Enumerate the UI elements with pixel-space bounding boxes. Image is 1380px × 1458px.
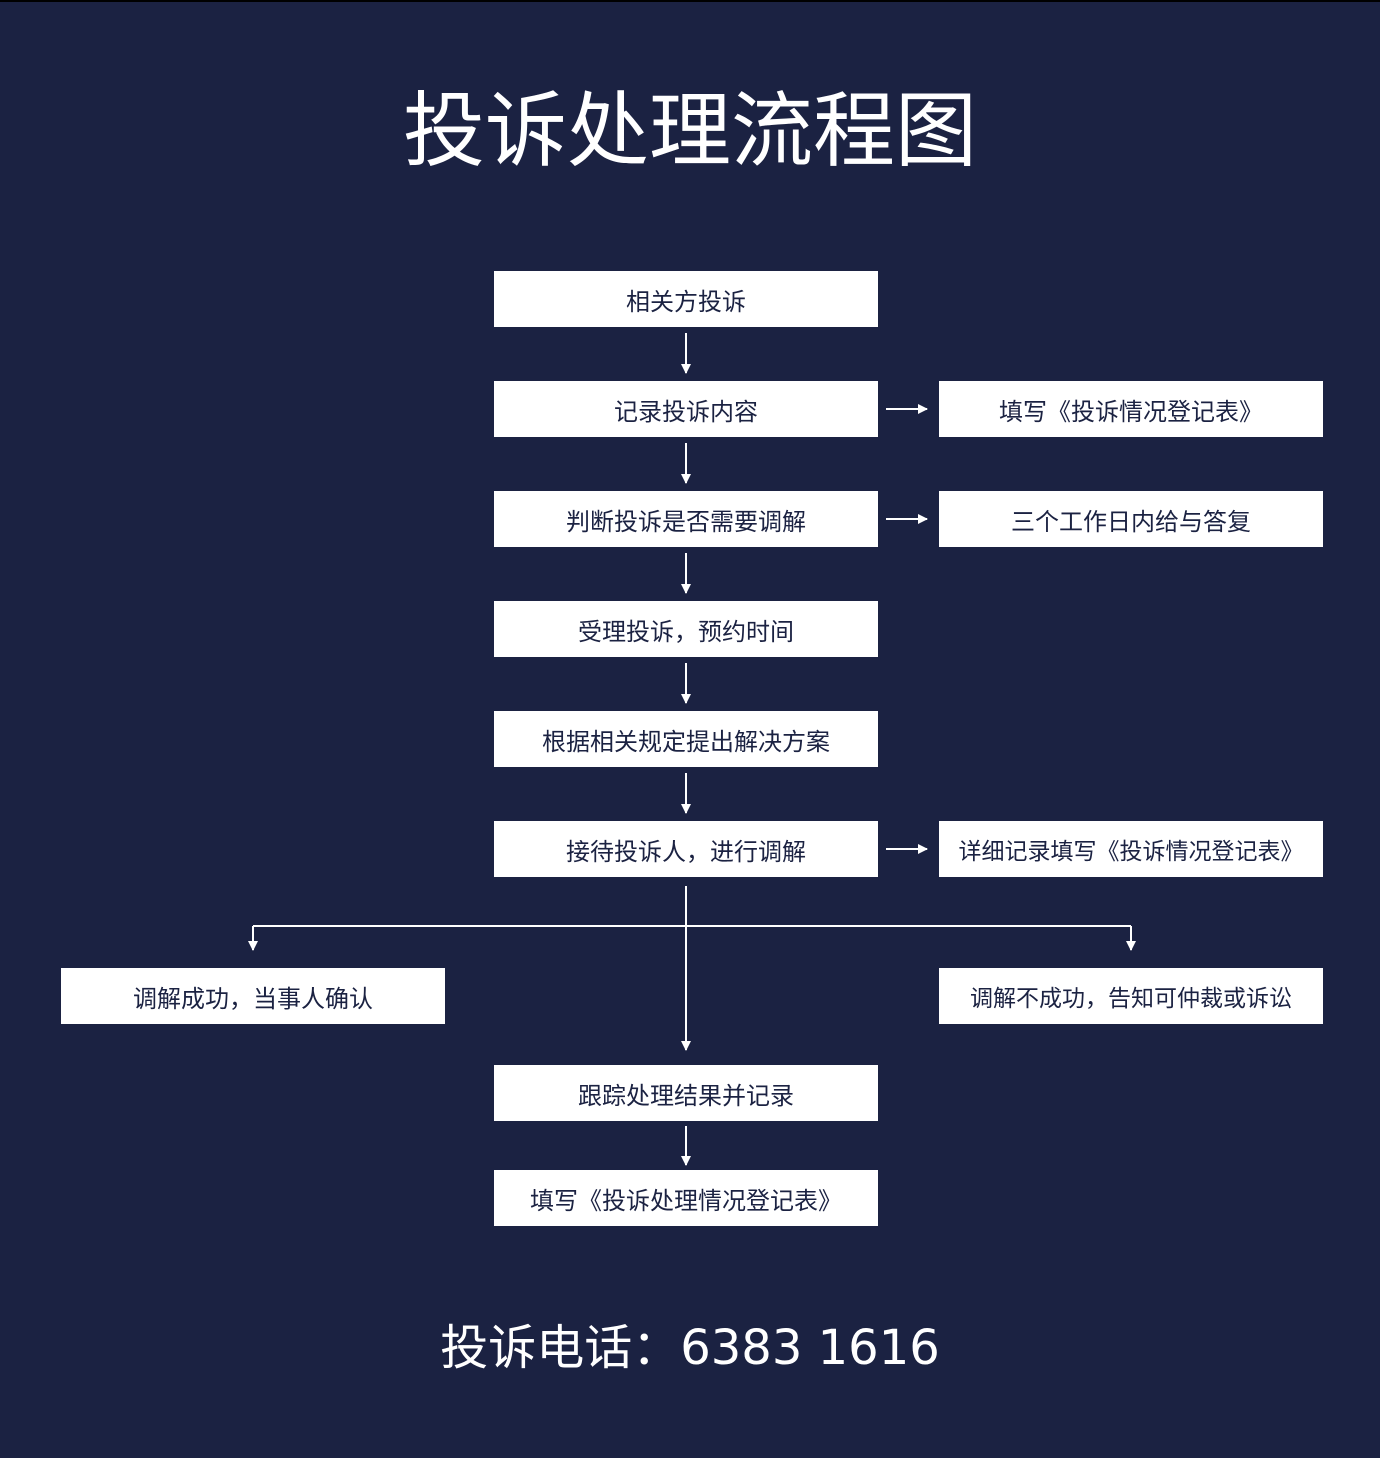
success-box: 调解成功，当事人确认: [61, 968, 445, 1024]
step-box: 记录投诉内容: [494, 381, 878, 437]
step-box: 判断投诉是否需要调解: [494, 491, 878, 547]
page-title: 投诉处理流程图: [402, 84, 977, 179]
step-box: 接待投诉人，进行调解: [494, 821, 878, 877]
complaint-phone: 投诉电话：6383 1616: [440, 1320, 940, 1376]
step-box: 相关方投诉: [494, 271, 878, 327]
step-box: 填写《投诉处理情况登记表》: [494, 1170, 878, 1226]
side-step-box: 填写《投诉情况登记表》: [939, 381, 1323, 437]
step-box: 跟踪处理结果并记录: [494, 1065, 878, 1121]
failure-box: 调解不成功，告知可仲裁或诉讼: [939, 968, 1323, 1024]
step-box: 受理投诉，预约时间: [494, 601, 878, 657]
side-step-box: 详细记录填写《投诉情况登记表》: [939, 821, 1323, 877]
step-box: 根据相关规定提出解决方案: [494, 711, 878, 767]
side-step-box: 三个工作日内给与答复: [939, 491, 1323, 547]
